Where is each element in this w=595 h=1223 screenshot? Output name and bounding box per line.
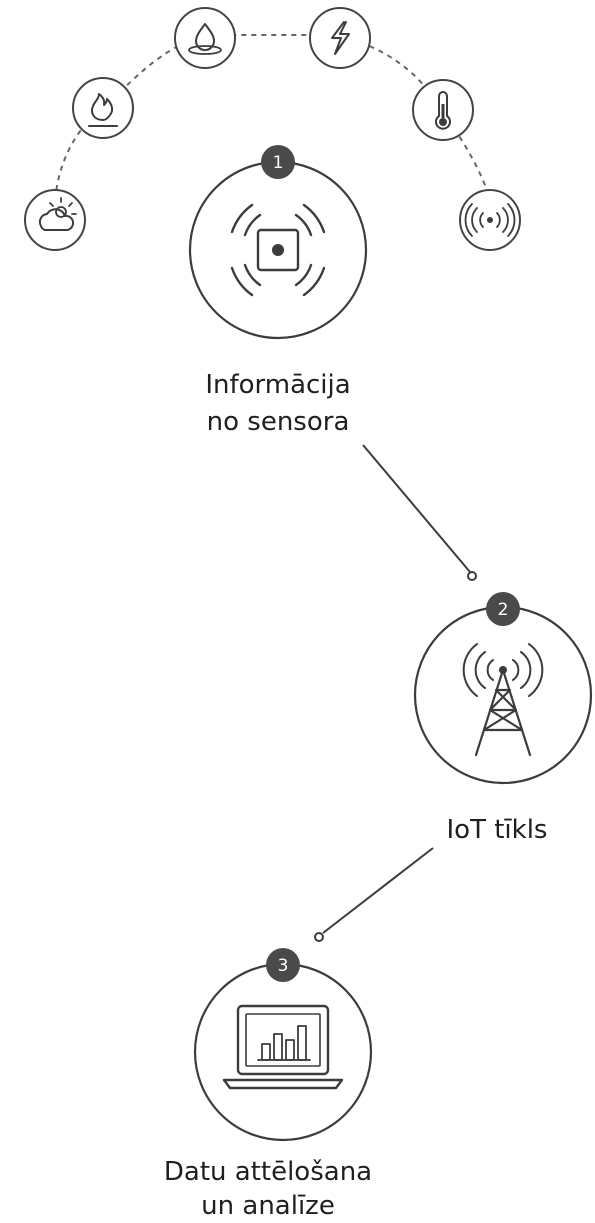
- sensor-icon: [230, 203, 326, 297]
- step-2-number: 2: [498, 600, 509, 620]
- weather-icon: [24, 189, 86, 251]
- step-1-label-line2: no sensora: [207, 407, 350, 437]
- connector-1-2: [362, 444, 471, 573]
- fire-icon: [72, 77, 134, 139]
- step-1-label-line1: Informācija: [205, 370, 350, 400]
- step-2-label: IoT tīkls: [447, 815, 548, 845]
- step-3-node: 3: [193, 948, 373, 1142]
- vibration-signal-icon: [459, 189, 521, 251]
- step-2-node: 2: [413, 592, 593, 785]
- step-3-label-line1: Datu attēlošana: [164, 1157, 372, 1187]
- electricity-icon: [309, 7, 371, 69]
- step-3-badge: [266, 948, 300, 982]
- connector-2-3-end: [314, 932, 324, 942]
- connector-2-3: [322, 847, 434, 934]
- water-drop-icon: [174, 7, 236, 69]
- step-3-label-line2: un analīze: [201, 1191, 335, 1221]
- step-1-node: 1: [188, 145, 368, 340]
- step-1-badge: [261, 145, 295, 179]
- step-3-number: 3: [278, 956, 289, 976]
- step-1-number: 1: [273, 153, 284, 173]
- thermometer-icon: [412, 79, 474, 141]
- radio-tower-icon: [462, 643, 544, 757]
- step-2-badge: [486, 592, 520, 626]
- laptop-chart-icon: [222, 1004, 344, 1090]
- connector-1-2-end: [467, 571, 477, 581]
